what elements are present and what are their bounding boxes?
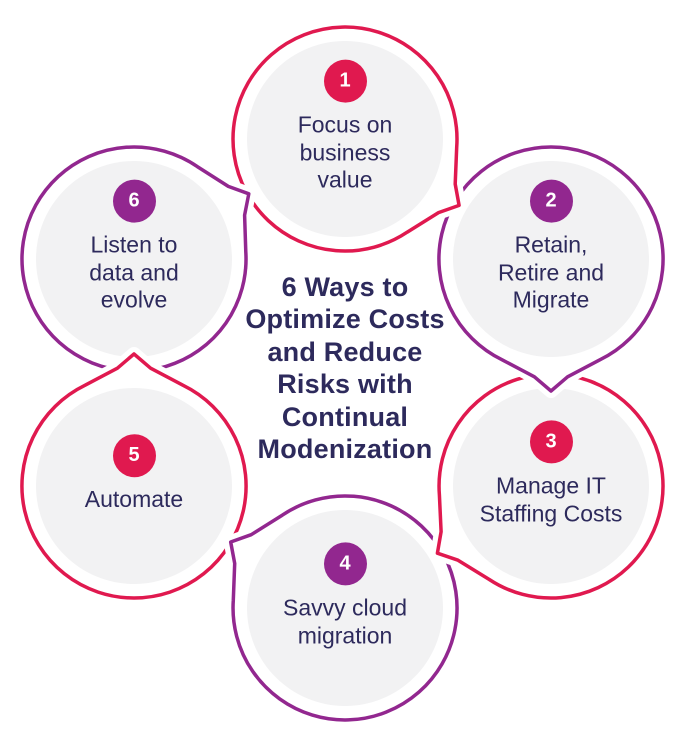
bubble-1-label: Focus on business value <box>297 111 393 193</box>
bubble-3-outline <box>435 372 665 600</box>
bubble-2-fill <box>453 161 649 357</box>
bubble-1-shape <box>226 20 467 258</box>
bubble-1-fill <box>247 41 443 237</box>
bubble-2-shape <box>431 140 671 398</box>
bubble-2-number-badge: 2 <box>529 179 573 223</box>
bubble-2-label: Retain, Retire and Migrate <box>497 231 605 313</box>
bubble-3-shape <box>430 367 671 605</box>
bubble-6-tail-overlap <box>181 151 256 269</box>
bubble-6-label: Listen to data and evolve <box>89 231 179 313</box>
bubble-3-fill <box>453 388 649 584</box>
bubble-3-number-badge: 3 <box>529 420 573 464</box>
bubble-2-outline <box>437 145 665 393</box>
bubble-5-number-badge: 5 <box>112 434 156 478</box>
bubble-1-number-badge: 1 <box>323 59 367 103</box>
bubble-6-number-badge: 6 <box>112 179 156 223</box>
bubble-4-fill <box>247 510 443 706</box>
bubble-4-label: Savvy cloud migration <box>282 594 407 648</box>
bubble-1-outline <box>231 25 461 253</box>
bubble-6-outline <box>20 145 251 373</box>
diagram-title: 6 Ways to Optimize Costs and Reduce Risk… <box>245 271 445 464</box>
bubble-3-label: Manage IT Staffing Costs <box>479 472 623 526</box>
bubble-4-outline <box>228 494 459 722</box>
bubble-6-shape <box>181 151 256 269</box>
bubble-5-outline <box>20 352 248 600</box>
bubble-4-number-badge: 4 <box>323 542 367 586</box>
bubble-6-fill <box>181 173 232 269</box>
bubble-5-label: Automate <box>84 486 184 513</box>
bubble-4-shape <box>223 488 465 727</box>
bubble-5-fill <box>36 388 232 584</box>
